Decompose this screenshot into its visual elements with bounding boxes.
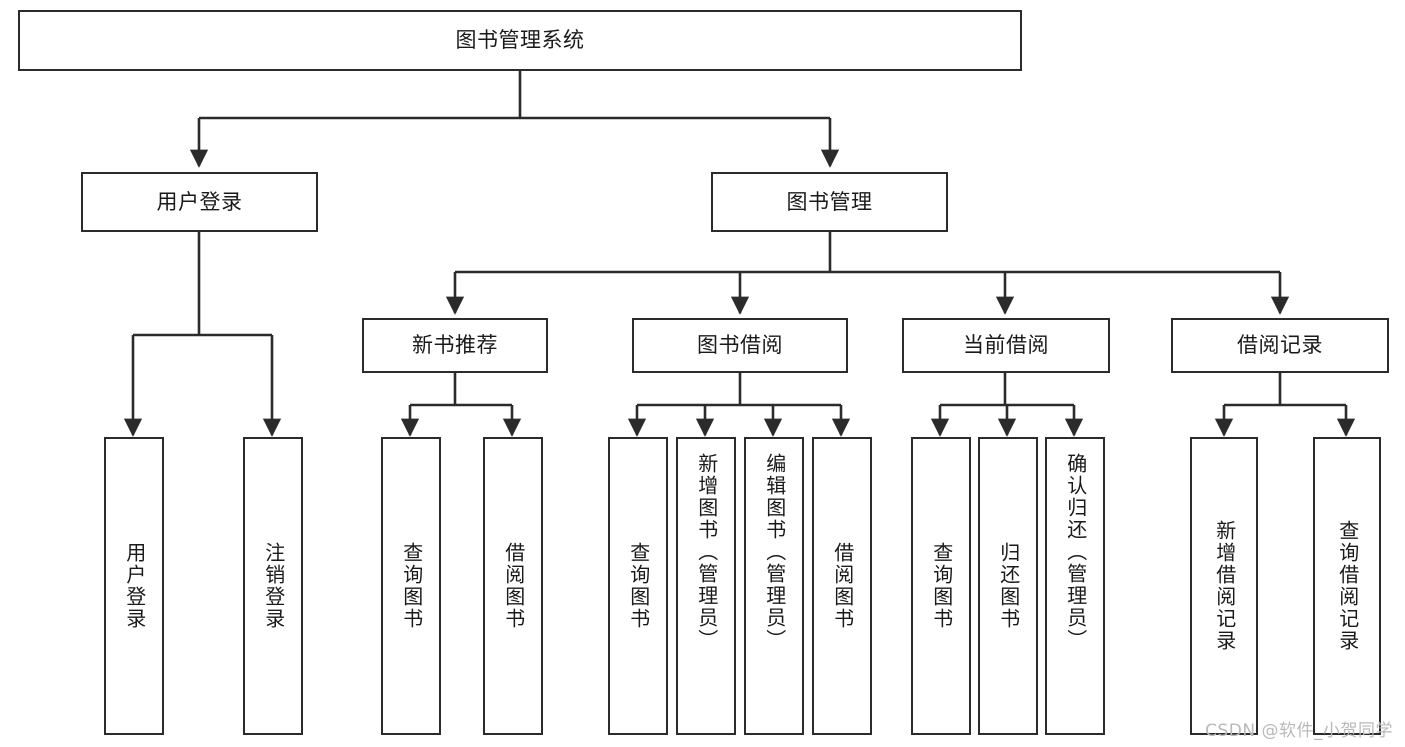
- node-label: 图书借阅: [697, 333, 783, 357]
- leaf-logout[interactable]: 注销登录: [243, 437, 303, 735]
- node-label: 图书管理: [786, 189, 873, 214]
- node-root-book-management-system[interactable]: 图书管理系统: [18, 10, 1022, 71]
- leaf-return-books[interactable]: 归还图书: [978, 437, 1038, 735]
- node-current-borrowing[interactable]: 当前借阅: [902, 318, 1110, 373]
- leaf-confirm-return-admin[interactable]: 确认归还（管理员）: [1045, 437, 1105, 735]
- node-book-management[interactable]: 图书管理: [711, 172, 948, 232]
- csdn-watermark: CSDN @软件_小贺同学: [1205, 721, 1393, 741]
- leaf-query-books-borrowing[interactable]: 查询图书: [608, 437, 668, 735]
- node-label: 查询图书: [399, 542, 424, 630]
- leaf-add-book-admin[interactable]: 新增图书（管理员）: [676, 437, 736, 735]
- leaf-borrow-books-new-book[interactable]: 借阅图书: [483, 437, 543, 735]
- leaf-query-books-current[interactable]: 查询图书: [911, 437, 971, 735]
- node-label: 新增图书（管理员）: [694, 453, 719, 651]
- node-label: 当前借阅: [963, 333, 1049, 357]
- node-label: 注销登录: [261, 542, 286, 630]
- node-label: 新增借阅记录: [1212, 520, 1237, 652]
- node-label: 查询借阅记录: [1335, 520, 1360, 652]
- node-label: 查询图书: [626, 542, 651, 630]
- node-label: 确认归还（管理员）: [1063, 453, 1088, 651]
- node-label: 借阅图书: [501, 542, 526, 630]
- node-label: 借阅记录: [1237, 333, 1323, 357]
- node-borrowing-records[interactable]: 借阅记录: [1171, 318, 1389, 373]
- leaf-edit-book-admin[interactable]: 编辑图书（管理员）: [744, 437, 804, 735]
- leaf-query-books-new-book[interactable]: 查询图书: [381, 437, 441, 735]
- node-new-book-recommendation[interactable]: 新书推荐: [362, 318, 548, 373]
- leaf-user-login[interactable]: 用户登录: [104, 437, 164, 735]
- node-label: 借阅图书: [830, 542, 855, 630]
- node-label: 用户登录: [156, 189, 243, 214]
- node-label: 新书推荐: [412, 333, 498, 357]
- node-book-borrowing[interactable]: 图书借阅: [632, 318, 848, 373]
- node-user-login[interactable]: 用户登录: [81, 172, 318, 232]
- node-label: 图书管理系统: [455, 28, 585, 52]
- node-label: 用户登录: [122, 542, 147, 630]
- leaf-borrow-books-borrowing[interactable]: 借阅图书: [812, 437, 872, 735]
- node-label: 归还图书: [996, 542, 1021, 630]
- leaf-add-borrow-record[interactable]: 新增借阅记录: [1190, 437, 1258, 735]
- leaf-query-borrow-record[interactable]: 查询借阅记录: [1313, 437, 1381, 735]
- node-label: 编辑图书（管理员）: [762, 453, 787, 651]
- node-label: 查询图书: [929, 542, 954, 630]
